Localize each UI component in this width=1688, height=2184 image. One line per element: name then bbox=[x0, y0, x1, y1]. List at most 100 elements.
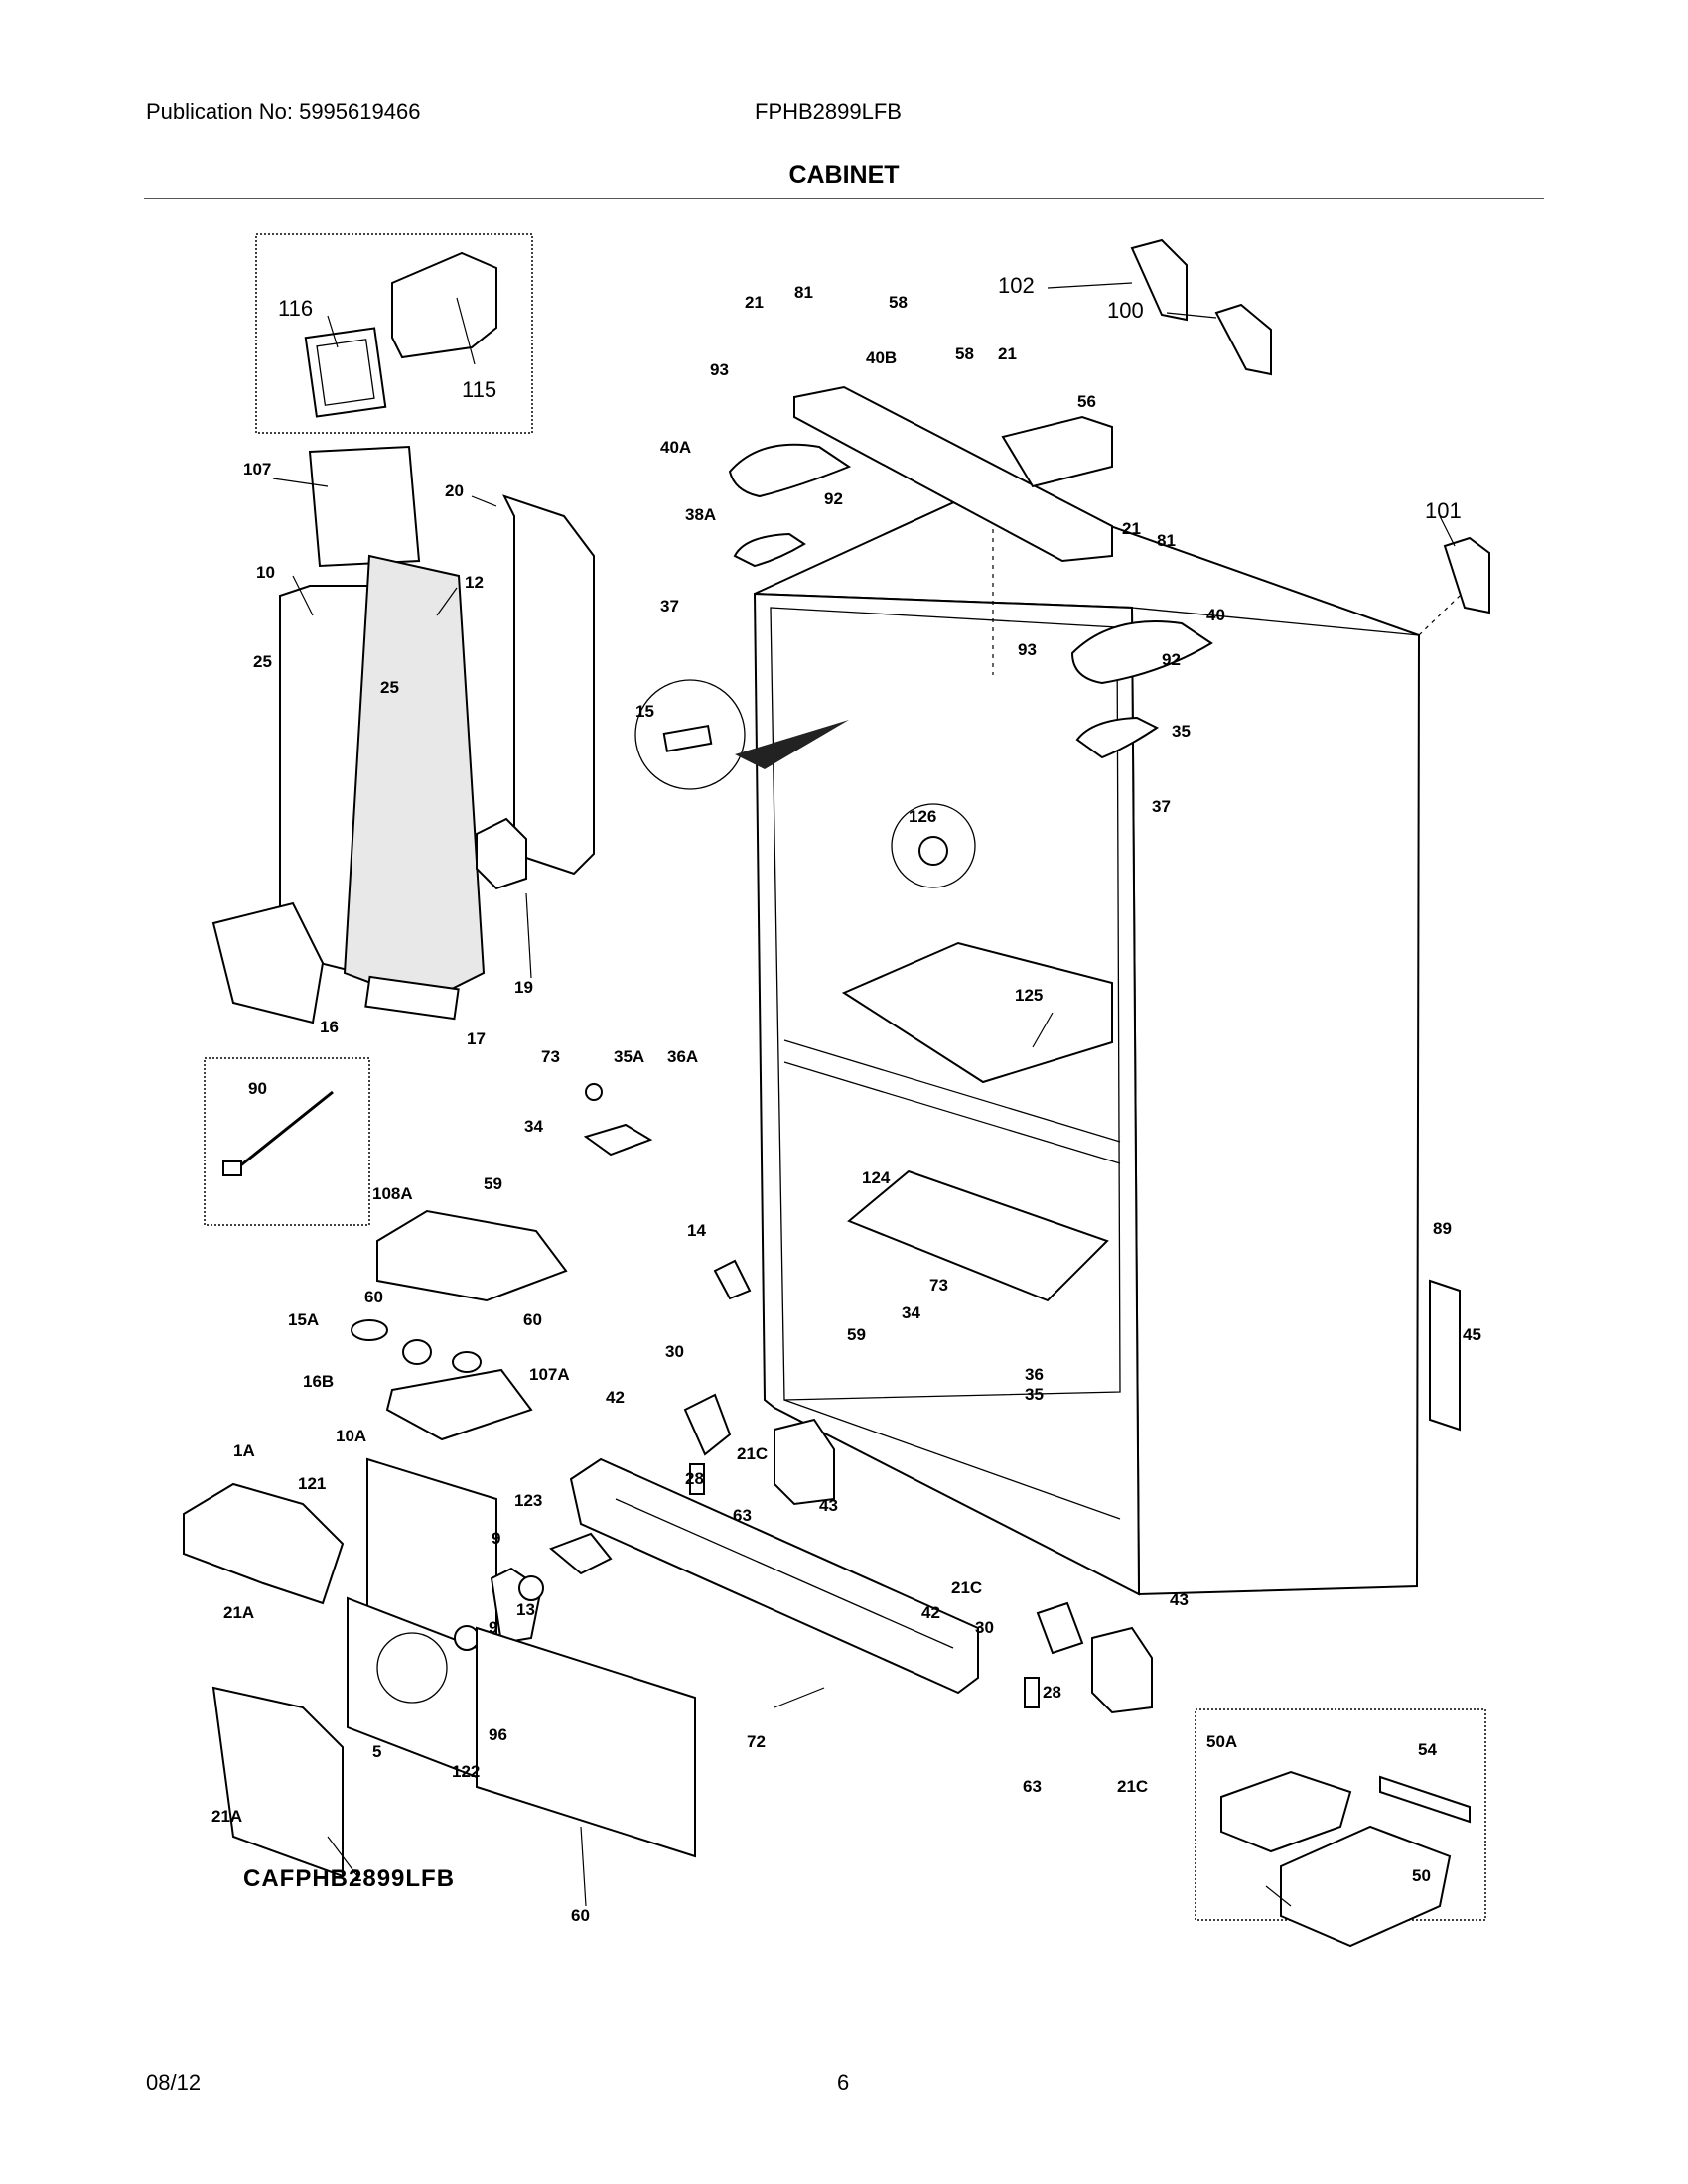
callout: 93 bbox=[710, 360, 729, 379]
inset-parts-115-116 bbox=[304, 251, 497, 418]
hinge-35 bbox=[1075, 716, 1159, 759]
callout: 102 bbox=[998, 273, 1035, 298]
callout: 35 bbox=[1025, 1385, 1044, 1404]
drawing-code: CAFPHB2899LFB bbox=[243, 1865, 455, 1892]
model-number: FPHB2899LFB bbox=[755, 99, 902, 124]
callout: 107 bbox=[243, 460, 271, 478]
detail-circle-15 bbox=[634, 679, 849, 790]
callout: 93 bbox=[1018, 640, 1037, 659]
callout: 15A bbox=[288, 1310, 319, 1329]
callout: 14 bbox=[687, 1221, 706, 1240]
callout: 37 bbox=[1152, 797, 1171, 816]
callout: 54 bbox=[1418, 1740, 1437, 1759]
callout: 40A bbox=[660, 438, 691, 457]
page-number: 6 bbox=[837, 2070, 850, 2095]
callout: 38A bbox=[685, 505, 716, 524]
callout: 1 bbox=[352, 1866, 361, 1885]
leader-lines bbox=[272, 282, 1456, 1907]
callout: 25 bbox=[253, 652, 272, 671]
callout: 13 bbox=[516, 1600, 535, 1619]
callout: 30 bbox=[665, 1342, 684, 1361]
callout: 124 bbox=[862, 1168, 891, 1187]
callout: 1A bbox=[233, 1441, 255, 1460]
callout: 60 bbox=[364, 1288, 383, 1306]
condenser-fan-section bbox=[183, 1457, 696, 1878]
top-brackets-102-100-101 bbox=[1130, 238, 1490, 614]
hinge-38A bbox=[733, 532, 806, 568]
callout: 122 bbox=[452, 1762, 480, 1781]
lower-hinge-assembly-right bbox=[1024, 1601, 1153, 1714]
callout: 92 bbox=[824, 489, 843, 508]
callout: 16B bbox=[303, 1372, 334, 1391]
callout: 59 bbox=[484, 1174, 502, 1193]
header-rule bbox=[144, 198, 1544, 199]
callout: 58 bbox=[889, 293, 908, 312]
inset-box-top-left bbox=[255, 233, 533, 434]
callout: 30 bbox=[975, 1618, 994, 1637]
callout: 15 bbox=[635, 702, 654, 721]
top-hinge-bracket bbox=[793, 385, 1113, 563]
side-panel-89 bbox=[1429, 1279, 1461, 1432]
callout: 20 bbox=[445, 481, 464, 500]
callout: 60 bbox=[523, 1310, 542, 1329]
inset-box-wire bbox=[204, 1057, 370, 1226]
callout: 21A bbox=[211, 1807, 242, 1826]
callout: 89 bbox=[1433, 1219, 1452, 1238]
callout: 34 bbox=[902, 1303, 920, 1322]
callout: 101 bbox=[1425, 498, 1462, 523]
callout: 73 bbox=[929, 1276, 948, 1295]
callout: 90 bbox=[248, 1079, 267, 1098]
bins-50-50A-54 bbox=[1220, 1770, 1471, 1948]
callout: 50 bbox=[1412, 1866, 1431, 1885]
lower-hinge-assembly-left bbox=[683, 1393, 835, 1506]
callout: 16 bbox=[320, 1018, 339, 1036]
callout: 28 bbox=[685, 1469, 704, 1488]
footer-date: 08/12 bbox=[146, 2070, 202, 2095]
evaporator-cover-assembly bbox=[211, 445, 595, 1024]
callout: 81 bbox=[794, 283, 813, 302]
callout: 81 bbox=[1157, 531, 1176, 550]
callout: 5 bbox=[372, 1742, 381, 1761]
callout: 45 bbox=[1463, 1325, 1481, 1344]
callout: 108A bbox=[372, 1184, 413, 1203]
callout: 50A bbox=[1206, 1732, 1237, 1751]
callout: 92 bbox=[1162, 650, 1181, 669]
callout: 100 bbox=[1107, 298, 1144, 323]
center-hinge-35A-36A bbox=[583, 1083, 752, 1300]
callout: 10 bbox=[256, 563, 275, 582]
section-title: CABINET bbox=[788, 161, 900, 189]
callout: 56 bbox=[1077, 392, 1096, 411]
callout: 125 bbox=[1015, 986, 1043, 1005]
callout: 115 bbox=[462, 377, 496, 402]
callout: 9 bbox=[489, 1618, 497, 1637]
callout: 126 bbox=[909, 807, 936, 826]
callout: 42 bbox=[921, 1603, 940, 1622]
callout: 107A bbox=[529, 1365, 570, 1384]
callout: 73 bbox=[541, 1047, 560, 1066]
callout: 34 bbox=[524, 1117, 543, 1136]
callout: 12 bbox=[465, 573, 484, 592]
callout: 116 bbox=[278, 296, 313, 321]
callout: 58 bbox=[955, 344, 974, 363]
callout: 123 bbox=[514, 1491, 542, 1510]
callout-labels: 116 115 107 20 10 12 25 25 19 16 17 21 8… bbox=[211, 273, 1481, 1925]
callout: 21 bbox=[1122, 519, 1141, 538]
control-housing-108A bbox=[351, 1209, 568, 1441]
callout: 21C bbox=[737, 1444, 768, 1463]
callout: 43 bbox=[1170, 1590, 1189, 1609]
callout: 19 bbox=[514, 978, 533, 997]
callout: 63 bbox=[1023, 1777, 1042, 1796]
detail-circle-126 bbox=[891, 803, 976, 888]
drain-124 bbox=[847, 1169, 1109, 1302]
callout: 36 bbox=[1025, 1365, 1044, 1384]
callout: 59 bbox=[847, 1325, 866, 1344]
hinge-cover-right bbox=[1070, 620, 1213, 685]
callout: 21 bbox=[998, 344, 1017, 363]
callout: 60 bbox=[571, 1906, 590, 1925]
callout: 9 bbox=[492, 1529, 500, 1548]
callout: 96 bbox=[489, 1725, 507, 1744]
wire-harness-90 bbox=[222, 1090, 334, 1176]
callout: 35 bbox=[1172, 722, 1191, 741]
callout: 42 bbox=[606, 1388, 625, 1407]
